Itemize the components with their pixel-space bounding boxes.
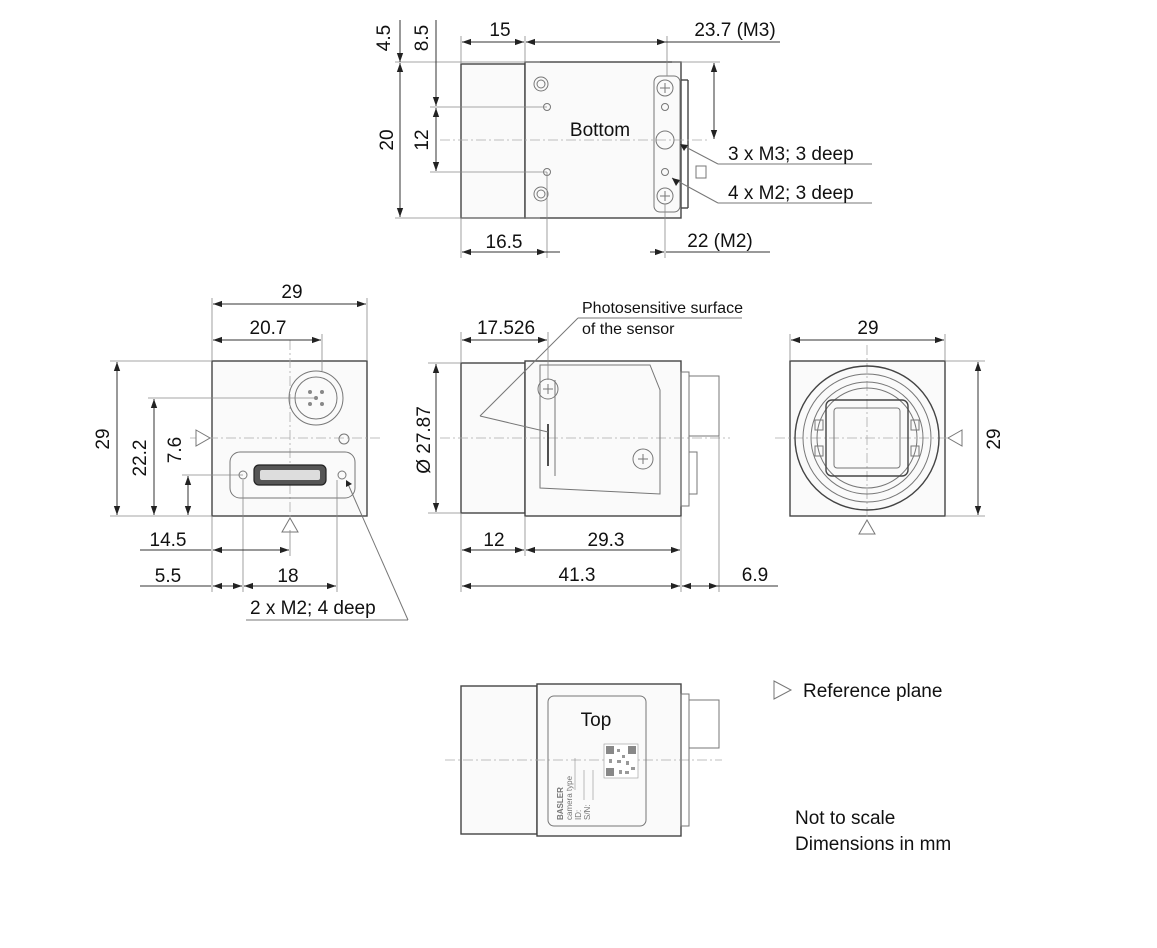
dim-29: 29 bbox=[281, 282, 302, 303]
bottom-view-title: Bottom bbox=[570, 120, 630, 141]
label-sn: S/N: bbox=[583, 804, 592, 820]
reference-plane-icon bbox=[773, 680, 793, 700]
sensor-callout-line2: of the sensor bbox=[582, 321, 675, 338]
dim-29-3: 29.3 bbox=[588, 530, 625, 551]
reference-plane-icon bbox=[281, 516, 299, 533]
reference-plane-icon bbox=[946, 429, 963, 447]
front-housing bbox=[789, 360, 946, 517]
dim-29-right: 29 bbox=[984, 428, 1005, 449]
note-dimensions-unit: Dimensions in mm bbox=[795, 834, 951, 855]
back-housing bbox=[211, 360, 368, 517]
top-view: Top BASLER camera type ID: S/N: bbox=[445, 683, 722, 837]
reference-plane-icon bbox=[195, 429, 212, 447]
side-view: Photosensitive surface of the sensor 17.… bbox=[414, 300, 778, 592]
screw-icon bbox=[656, 79, 674, 97]
dim-20-7: 20.7 bbox=[250, 318, 287, 339]
dim-12: 12 bbox=[412, 129, 433, 150]
back-view: 29 20.7 29 22.2 7.6 14.5 5.5 18 2 x M2; … bbox=[93, 282, 409, 621]
callout-2xm2: 2 x M2; 4 deep bbox=[250, 598, 376, 619]
label-brand: BASLER bbox=[556, 787, 565, 820]
sensor-callout-line1: Photosensitive surface bbox=[582, 300, 743, 317]
dim-6-9: 6.9 bbox=[742, 565, 768, 586]
dim-23-7: 23.7 (M3) bbox=[694, 20, 775, 41]
label-camera-type: camera type bbox=[565, 775, 574, 820]
legend-reference-plane: Reference plane bbox=[803, 681, 942, 702]
m3-hole bbox=[533, 76, 549, 92]
m3-hole bbox=[533, 186, 549, 202]
dim-diameter: Ø 27.87 bbox=[414, 406, 435, 474]
dim-22-2: 22.2 bbox=[130, 440, 151, 477]
dim-29-left: 29 bbox=[93, 428, 114, 449]
dim-17-526: 17.526 bbox=[477, 318, 535, 339]
product-label bbox=[547, 695, 647, 827]
side-housing bbox=[524, 360, 682, 517]
dim-22: 22 (M2) bbox=[687, 231, 752, 252]
dim-29-front: 29 bbox=[857, 318, 878, 339]
dim-15: 15 bbox=[489, 20, 510, 41]
lens-mount-icon bbox=[794, 365, 940, 511]
bottom-view: Bottom 15 23.7 (M3) 20 12 4.5 8.5 3 x M3… bbox=[374, 20, 872, 258]
dim-18: 18 bbox=[277, 566, 298, 587]
reference-plane-icon bbox=[858, 518, 876, 535]
dim-4-5: 4.5 bbox=[374, 25, 395, 51]
dim-7-6: 7.6 bbox=[165, 437, 186, 463]
dim-20: 20 bbox=[377, 129, 398, 150]
callout-m3: 3 x M3; 3 deep bbox=[728, 144, 854, 165]
front-view: 29 29 bbox=[775, 318, 1005, 535]
legend: Reference plane Not to scale Dimensions … bbox=[773, 680, 951, 855]
dim-14-5: 14.5 bbox=[150, 530, 187, 551]
dim-41-3: 41.3 bbox=[559, 565, 596, 586]
screw-icon bbox=[632, 448, 654, 470]
label-id: ID: bbox=[574, 810, 583, 820]
callout-m2: 4 x M2; 3 deep bbox=[728, 183, 854, 204]
dim-16-5: 16.5 bbox=[486, 232, 523, 253]
qr-code-icon bbox=[603, 743, 639, 779]
dim-12-side: 12 bbox=[483, 530, 504, 551]
note-not-to-scale: Not to scale bbox=[795, 808, 895, 829]
dim-8-5: 8.5 bbox=[412, 25, 433, 51]
sensor-window bbox=[825, 399, 909, 477]
dim-5-5: 5.5 bbox=[155, 566, 181, 587]
top-view-title: Top bbox=[581, 710, 612, 731]
led-icon bbox=[338, 433, 350, 445]
bottom-lens-tube bbox=[460, 63, 526, 219]
